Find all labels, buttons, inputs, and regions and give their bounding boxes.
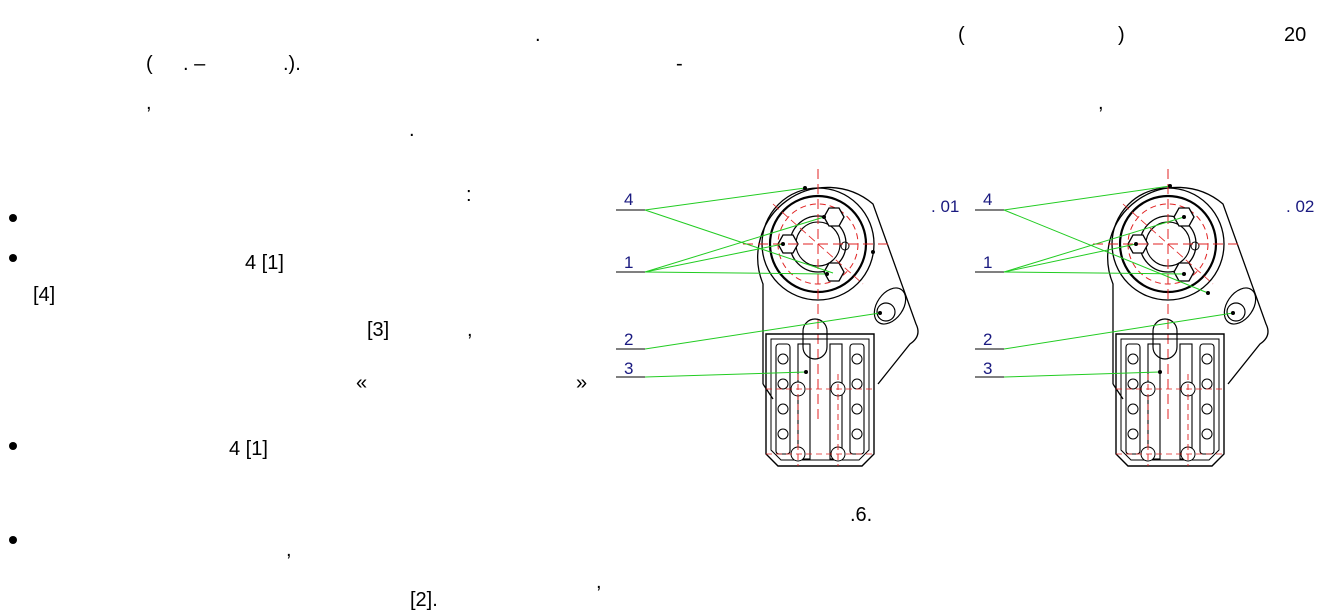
right-callout-4: 4 [983,190,993,209]
item2-comma: , [467,319,473,341]
left-designation: . 01 [931,197,960,216]
list-bullet-4 [9,536,17,544]
list-bullet-2 [9,254,17,262]
paragraph-dot: . [535,24,541,46]
line3-comma-left: , [146,92,152,114]
paren-close: ) [1118,24,1125,46]
left-callout-2: 2 [624,330,634,349]
right-callout-2: 2 [983,330,993,349]
line2-end: .). [283,53,301,75]
line2-dash: - [676,53,683,75]
line4-dot: . [409,119,415,141]
list-bullet-3 [9,442,17,450]
figure-caption: .6. [850,504,873,526]
number-20: 20 [1284,24,1307,46]
item2-ref2: [4] [33,284,56,306]
left-callout-4: 4 [624,190,634,209]
right-drawing [975,167,1308,468]
list-intro-colon: : [466,184,472,206]
right-designation: . 02 [1286,197,1315,216]
item4-comma: , [286,539,292,561]
item4-ref: [2]. [410,589,438,611]
line2-paren: ( [146,53,153,75]
left-drawing [616,167,958,468]
item3-ref: 4 [1] [229,438,268,460]
quote-close: » [576,372,588,394]
line2-mid: . – [183,53,206,75]
item2-ref: 4 [1] [245,252,284,274]
quote-open: « [356,372,368,394]
item2-ref3: [3] [367,319,390,341]
left-callout-3: 3 [624,359,634,378]
item4-comma2: , [596,571,602,593]
left-callout-1: 1 [624,253,634,272]
paren-open: ( [958,24,965,46]
list-bullet-1 [9,214,17,222]
right-callout-3: 3 [983,359,993,378]
right-callout-1: 1 [983,253,993,272]
line3-comma-right: , [1098,92,1104,114]
